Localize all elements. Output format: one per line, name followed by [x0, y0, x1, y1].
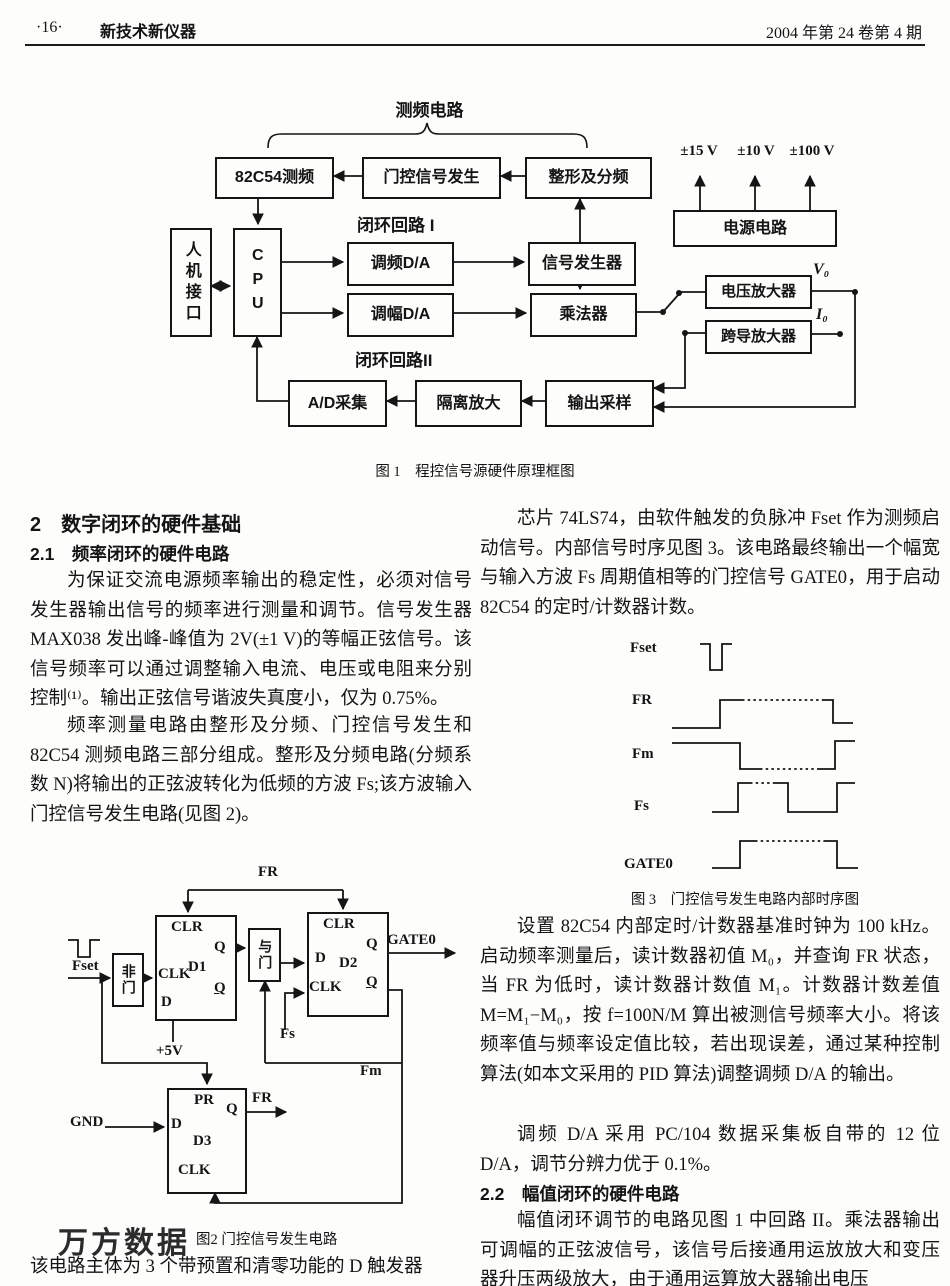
- fig3-fr-label: FR: [632, 692, 652, 708]
- fig1-box-power: 电源电路: [673, 210, 837, 247]
- fig1-box-gate-gen: 门控信号发生: [362, 157, 501, 199]
- section-2-1-heading: 2.1 频率闭环的硬件电路: [30, 544, 230, 564]
- fig1-io-label: I₀: [816, 306, 828, 323]
- fig1-box-iso: 隔离放大: [415, 380, 522, 427]
- fig1-box-sig-gen: 信号发生器: [528, 242, 636, 286]
- fig2-d1-clk-pin: CLK: [158, 966, 191, 982]
- fig2-d1-flipflop: [155, 915, 237, 1021]
- left-last-line: 该电路主体为 3 个带预置和清零功能的 D 触发器: [30, 1257, 423, 1277]
- fig1-brace-label: 测频电路: [395, 101, 464, 120]
- fig1-box-ad: A/D采集: [288, 380, 387, 427]
- figure-2-circuit: 非门 与门 Fset FR CLR Q D1 CLK Q D CLR Q GAT…: [30, 850, 470, 1222]
- figure-1-block-diagram: 测频电路 82C54测频 门控信号发生 整形及分频 人机接口 CPU 闭环回路 …: [160, 90, 950, 465]
- fig2-and-gate: 与门: [248, 928, 281, 982]
- fig2-d1-q-pin: Q: [214, 939, 226, 955]
- fig1-v10-label: ±10 V: [737, 143, 775, 159]
- fig2-d2-flipflop: [307, 912, 389, 1017]
- fig1-v100-label: ±100 V: [789, 143, 835, 159]
- fig2-d1-d-pin: D: [161, 994, 172, 1010]
- fig2-gnd-label: GND: [70, 1114, 104, 1130]
- journal-section: 新技术新仪器: [100, 24, 197, 41]
- figure-1-lines: [209, 122, 858, 413]
- fig2-fr-top-label: FR: [258, 864, 278, 880]
- fig1-loop1-label: 闭环回路 I: [357, 216, 435, 235]
- fig1-box-shaper: 整形及分频: [525, 157, 652, 199]
- fig2-d2-d-pin: D: [315, 950, 326, 966]
- fig2-d2-clr-pin: CLR: [323, 916, 355, 932]
- fig2-d2-q-pin: Q: [366, 936, 378, 952]
- right-paragraph-1: 芯片 74LS74，由软件触发的负脉冲 Fset 作为测频启动信号。内部信号时序…: [480, 509, 940, 618]
- fig2-d3-pr-pin: PR: [194, 1092, 214, 1108]
- figure-3-waveforms: [672, 643, 858, 869]
- fig3-fset-label: Fset: [630, 640, 657, 656]
- page-number: ·16·: [36, 19, 63, 36]
- fig1-loop2-label: 闭环回路II: [355, 351, 433, 370]
- left-paragraph-2: 频率测量电路由整形及分频、门控信号发生和82C54 测频电路三部分组成。整形及分…: [30, 716, 472, 825]
- fig2-fr-out-label: FR: [252, 1090, 272, 1106]
- figure-2-caption: 图2 门控信号发生电路: [196, 1232, 338, 1248]
- fig1-box-multiplier: 乘法器: [530, 293, 637, 337]
- fig1-vo-label: V₀: [813, 261, 830, 278]
- fig3-gate0-label: GATE0: [624, 856, 673, 872]
- fig1-v15-label: ±15 V: [680, 143, 718, 159]
- fig2-plus5v-label: +5V: [156, 1043, 183, 1059]
- fig2-d3-d-pin: D: [171, 1116, 182, 1132]
- fig2-d1-qbar-pin: Q: [214, 980, 226, 996]
- fig2-d2-qbar-pin: Q: [366, 974, 378, 990]
- fig2-d1-clr-pin: CLR: [171, 919, 203, 935]
- figure-2-lines: [68, 889, 457, 1204]
- fig1-box-iamp: 跨导放大器: [705, 320, 812, 354]
- fig1-box-sample: 输出采样: [545, 380, 654, 427]
- right-paragraph-2: 设置 82C54 内部定时/计数器基准时钟为 100 kHz。启动频率测量后，读…: [480, 917, 940, 1085]
- figure-3-caption: 图 3 门控信号发生电路内部时序图: [630, 892, 860, 908]
- fig2-d2-clk-pin: CLK: [309, 979, 342, 995]
- section-2-2-heading: 2.2 幅值闭环的硬件电路: [480, 1184, 680, 1204]
- fig2-d3-flipflop: [167, 1088, 247, 1194]
- fig2-d3-q-pin: Q: [226, 1101, 238, 1117]
- right-paragraph-4: 幅值闭环调节的电路见图 1 中回路 II。乘法器输出可调幅的正弦波信号，该信号后…: [480, 1211, 940, 1286]
- fig1-box-hmi: 人机接口: [170, 228, 212, 337]
- figure-1-caption: 图 1 程控信号源硬件原理框图: [375, 464, 575, 480]
- fig1-box-fm-da: 调频D/A: [347, 242, 454, 286]
- fig1-box-82c54: 82C54测频: [215, 157, 334, 199]
- fig2-gate0-label: GATE0: [387, 932, 436, 948]
- fig1-box-cpu: CPU: [233, 228, 282, 337]
- fig2-not-gate: 非门: [112, 953, 144, 1007]
- left-paragraph-1: 为保证交流电源频率输出的稳定性，必须对信号发生器输出信号的频率进行测量和调节。信…: [30, 571, 472, 709]
- wanfang-watermark: 万方数据: [58, 1227, 190, 1260]
- section-2-heading: 2 数字闭环的硬件基础: [30, 514, 242, 536]
- header-rule: [25, 44, 925, 46]
- fig1-box-vamp: 电压放大器: [705, 275, 812, 309]
- fig3-fm-label: Fm: [632, 746, 654, 762]
- fig2-d1-name: D1: [188, 959, 207, 975]
- fig2-d2-name: D2: [339, 955, 358, 971]
- fig2-fm-label: Fm: [360, 1063, 382, 1079]
- issue-info: 2004 年第 24 卷第 4 期: [765, 25, 922, 42]
- fig2-d3-clk-pin: CLK: [178, 1162, 211, 1178]
- fig2-fs-label: Fs: [280, 1026, 295, 1042]
- fig3-fs-label: Fs: [634, 798, 649, 814]
- figure-3-timing-diagram: Fset FR Fm Fs GATE0: [550, 630, 940, 885]
- fig2-d3-name: D3: [193, 1133, 212, 1149]
- fig2-fset-label: Fset: [72, 958, 99, 974]
- fig1-box-am-da: 调幅D/A: [347, 293, 454, 337]
- right-paragraph-3: 调频 D/A 采用 PC/104 数据采集板自带的 12 位 D/A，调节分辨力…: [480, 1125, 940, 1175]
